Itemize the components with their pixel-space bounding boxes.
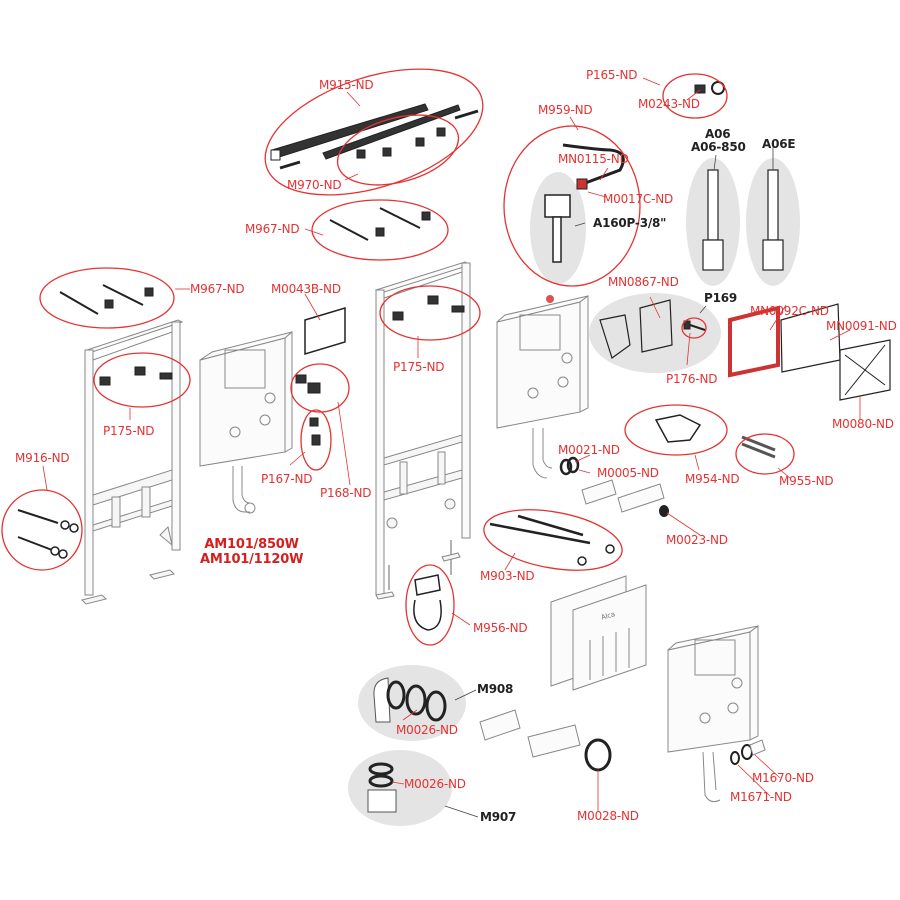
label-m0023: M0023-ND [666, 533, 728, 547]
label-m955: M955-ND [779, 474, 834, 488]
label-m0043b: M0043B-ND [271, 282, 341, 296]
label-p165: P165-ND [586, 68, 638, 82]
callout-m954 [624, 404, 728, 456]
label-mn0867: MN0867-ND [608, 275, 679, 289]
flush-pipes [479, 456, 766, 772]
installation-frame-center [374, 261, 472, 600]
callout-m915 [264, 68, 484, 196]
callout-p165 [662, 73, 728, 119]
model-name-850: AM101/850W [204, 537, 299, 552]
cover-panel [550, 575, 647, 691]
label-m0026-m908: M0026-ND [396, 723, 458, 737]
label-m903: M903-ND [480, 569, 535, 583]
leader-lines-dark [444, 145, 774, 818]
label-m967-center: M967-ND [245, 222, 300, 236]
label-m0005: M0005-ND [597, 466, 659, 480]
label-m0080: M0080-ND [832, 417, 894, 431]
cistern-bottom [667, 625, 759, 803]
label-a06: A06 [705, 127, 731, 141]
callout-m956 [405, 564, 455, 646]
callout-m959 [503, 125, 641, 287]
label-a160p: A160P-3/8" [593, 216, 667, 230]
label-a06e: A06E [762, 137, 796, 151]
label-m1671: M1671-ND [730, 790, 792, 804]
label-m916: M916-ND [15, 451, 70, 465]
label-m0021: M0021-ND [558, 443, 620, 457]
model-names: AM101/850W AM101/1120W [200, 537, 303, 567]
callout-m903 [483, 509, 623, 571]
label-m0017c: M0017C-ND [603, 192, 674, 206]
leader-lines [42, 77, 861, 812]
label-mn0115: MN0115-ND [558, 152, 629, 166]
cistern-right [496, 295, 589, 479]
label-m907: M907 [480, 810, 517, 824]
label-p176: P176-ND [666, 372, 718, 386]
label-mn0092c: MN0092C-ND [750, 304, 829, 318]
callout-m955 [735, 433, 795, 475]
callout-m970 [336, 114, 460, 186]
cistern-left [199, 330, 293, 514]
label-a06-850: A06-850 [691, 140, 746, 154]
label-m1670: M1670-ND [752, 771, 814, 785]
label-m0243: M0243-ND [638, 97, 700, 111]
label-p167: P167-ND [261, 472, 313, 486]
bend-and-seals [367, 677, 447, 813]
label-m908: M908 [477, 682, 514, 696]
callout-p175-left [93, 352, 191, 408]
highlight-p169 [589, 293, 721, 373]
label-mn0091: MN0091-ND [826, 319, 897, 333]
label-m959: M959-ND [538, 103, 593, 117]
callout-p175-center [379, 285, 481, 341]
label-m915: M915-ND [319, 78, 374, 92]
label-m970: M970-ND [287, 178, 342, 192]
label-p175-center: P175-ND [393, 360, 445, 374]
model-name-1120: AM101/1120W [200, 552, 304, 567]
callout-p176 [681, 317, 707, 339]
callout-ellipses [1, 68, 795, 646]
label-p175-left: P175-ND [103, 424, 155, 438]
label-m954: M954-ND [685, 472, 740, 486]
callout-p167 [300, 409, 332, 471]
label-m0026-m907: M0026-ND [404, 777, 466, 791]
label-m967-left: M967-ND [190, 282, 245, 296]
callout-m967-center [311, 199, 449, 261]
installation-frame-left [81, 319, 184, 605]
label-m956: M956-ND [473, 621, 528, 635]
callout-m967-left [39, 267, 175, 329]
callout-p168 [290, 363, 350, 413]
label-m0028: M0028-ND [577, 809, 639, 823]
label-p168: P168-ND [320, 486, 372, 500]
label-p169: P169 [704, 291, 738, 305]
rails-and-hardware [17, 81, 891, 631]
callout-m916 [1, 489, 83, 571]
